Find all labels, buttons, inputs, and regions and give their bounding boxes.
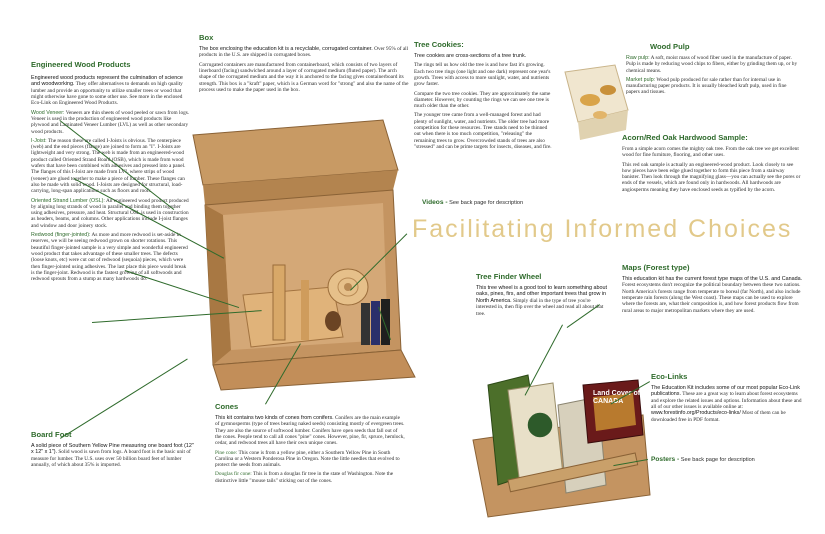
posters-heading: Posters - [651,456,680,463]
cones-lead: This kit contains two kinds of cones fro… [215,415,334,421]
videos-text: See back page for description [449,200,524,206]
market-text: Wood pulp produced for sale rather than … [626,76,787,96]
finder-heading: Tree Finder Wheel [476,272,542,281]
osl-term: Oriented Strand Lumber (OSL): [31,197,105,204]
box-section: Box The box enclosing the education kit … [199,33,409,96]
doug-text: This is from a douglas fir tree in the s… [215,471,394,484]
ijoist-term: I-Joist: [31,137,47,144]
boardfoot-section: Board Foot A solid piece of Southern Yel… [31,430,196,468]
engineered-heading: Engineered Wood Products [31,60,131,69]
pine-text: This cone is from a yellow pine, either … [215,449,400,469]
videos-heading: Videos - [422,199,448,206]
map-label: Land Cover of CANADA [593,390,641,405]
pine-term: Pine cone: [215,449,238,456]
cookies-p3: The younger tree came from a well-manage… [414,112,552,150]
cookies-section: Tree Cookies: Tree cookies are cross-sec… [414,40,552,153]
cones-heading: Cones [215,402,239,411]
wood-pulp-photo [564,64,629,140]
ecolinks-text: These are a great way to learn about for… [651,391,802,411]
posters-section: Posters - See back page for description [651,456,755,463]
redwood-term: Redwood (finger-jointed): [31,232,91,239]
woodveneer-text: Veneers are thin sheets of wood peeled o… [31,109,190,135]
raw-term: Raw pulp: [626,55,650,61]
page-title: Facilitating Informed Choices [412,215,793,243]
finder-text: Simply dial in the type of tree you're i… [476,297,604,317]
raw-text: A soft, moist mass of wood fiber used in… [626,55,798,74]
cones-section: Cones This kit contains two kinds of con… [215,402,405,487]
engineered-lead: Engineered wood products represent the c… [31,75,183,88]
doug-term: Douglas fir cone: [215,471,252,478]
acorn-section: Acorn/Red Oak Hardwood Sample: From a si… [622,133,802,196]
ecolinks-heading: Eco-Links [651,372,688,381]
kit-contents-photo [472,374,651,518]
maps-heading: Maps (Forest type) [622,263,690,272]
ecolinks-section: Eco-Links The Education Kit includes som… [651,372,806,423]
box-heading: Box [199,33,214,42]
maps-lead: This education kit has the current fores… [622,276,803,282]
ecolinks-url[interactable]: www.forestinfo.org/Products/eco-links/ [651,410,741,417]
boardfoot-lead: A solid piece of Southern Yellow Pine me… [31,443,194,456]
education-kit-box-photo [192,119,416,391]
woodveneer-term: Wood Veneer: [31,109,65,116]
market-term: Market pulp: [626,76,656,83]
maps-section: Maps (Forest type) This education kit ha… [622,263,804,314]
engineered-section: Engineered Wood Products Engineered wood… [31,60,191,285]
cookies-heading: Tree Cookies: [414,40,464,49]
acorn-p1: From a simple acorn comes the mighty oak… [622,146,799,159]
posters-text: See back page for description [680,457,755,463]
acorn-heading: Acorn/Red Oak Hardwood Sample: [622,133,748,142]
redwood-text: As more and more redwood is set-aside in… [31,232,188,283]
ecolinks-after: Most of them can be downloaded free in P… [651,410,786,423]
finder-lead: This tree wheel is a good tool to learn … [476,285,607,304]
maps-text: Forest ecosystems don't recognize the po… [622,282,801,314]
pulp-section: Wood Pulp Raw pulp: A soft, moist mass o… [626,42,801,99]
cookies-p1: The rings tell us how old the tree is an… [414,62,551,88]
ijoist-text: The reason these are called I-Joists is … [31,137,186,195]
acorn-p2: This red oak sample is actually an engin… [622,161,801,193]
videos-section: Videos - See back page for description [422,199,523,206]
osl-text: An engineered wood product produced by a… [31,197,189,229]
cookies-lead: Tree cookies are cross-sections of a tre… [414,53,527,59]
finder-section: Tree Finder Wheel This tree wheel is a g… [476,272,612,317]
box-text: Corrugated containers are manufactured f… [199,61,409,93]
box-lead: The box enclosing the education kit is a… [199,46,373,52]
cones-text: Conifers are the main example of gymnosp… [215,415,405,447]
pulp-heading: Wood Pulp [650,42,690,51]
boardfoot-heading: Board Foot [31,430,72,439]
callout-line-boardfoot [60,358,188,439]
engineered-intro: They offer alternatives to demands on hi… [31,81,183,107]
box-lead-rest: Over 95% of all products in the U.S. are… [199,46,409,59]
cookies-p2: Compare the two tree cookies. They are a… [414,90,551,110]
boardfoot-text: Solid wood is sawn from logs. A board fo… [31,449,191,469]
ecolinks-lead: The Education Kit includes some of our m… [651,385,800,398]
